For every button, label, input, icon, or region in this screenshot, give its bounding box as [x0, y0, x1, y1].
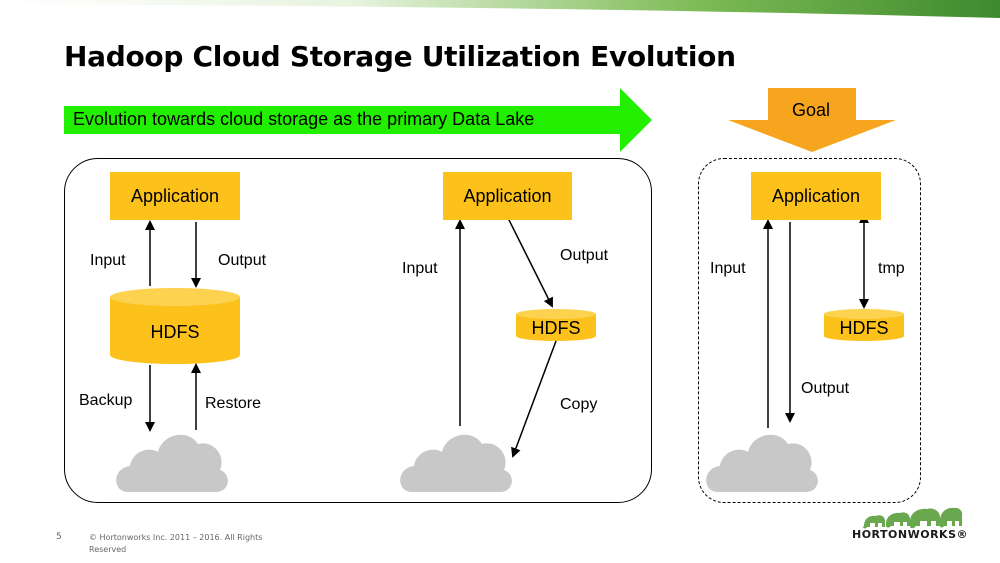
input-label: Input [710, 260, 746, 277]
output-label: Output [218, 252, 267, 269]
copy-arrow [511, 340, 557, 458]
cloud-icon [116, 434, 228, 492]
output-arrow [507, 217, 553, 308]
application-box: Application [751, 172, 881, 220]
evolution-arrow [64, 88, 652, 152]
goal-arrow [728, 88, 896, 152]
hortonworks-logo-text: HORTONWORKS® [852, 528, 968, 541]
hdfs-cylinder-small-panel2 [516, 309, 596, 341]
goal-state-frame [698, 158, 921, 503]
evolution-arrow-label: Evolution towards cloud storage as the p… [73, 109, 535, 129]
application-box: Application [443, 172, 572, 220]
output-label: Output [560, 247, 609, 264]
hdfs-cylinder-large [110, 288, 240, 364]
slide-title: Hadoop Cloud Storage Utilization Evoluti… [64, 40, 736, 73]
cloud-icon [400, 434, 512, 492]
hortonworks-elephant-logo [863, 507, 963, 529]
input-label: Input [402, 260, 438, 277]
output-label: Output [801, 380, 850, 397]
hdfs-label: HDFS [150, 322, 200, 342]
goal-label: Goal [792, 100, 831, 120]
tmp-label: tmp [878, 260, 905, 277]
current-state-frame [64, 158, 652, 503]
application-box: Application [110, 172, 240, 220]
page-number: 5 [56, 532, 62, 542]
restore-label: Restore [205, 395, 262, 412]
hdfs-label: HDFS [531, 318, 581, 338]
hdfs-label: HDFS [839, 318, 889, 338]
copyright-text: © Hortonworks Inc. 2011 – 2016. All Righ… [89, 533, 263, 554]
hdfs-cylinder-small-panel3 [824, 309, 904, 341]
cloud-icon [706, 434, 818, 492]
copy-label: Copy [560, 396, 598, 413]
input-label: Input [90, 252, 126, 269]
backup-label: Backup [79, 392, 133, 409]
top-accent-bar [0, 0, 1000, 18]
